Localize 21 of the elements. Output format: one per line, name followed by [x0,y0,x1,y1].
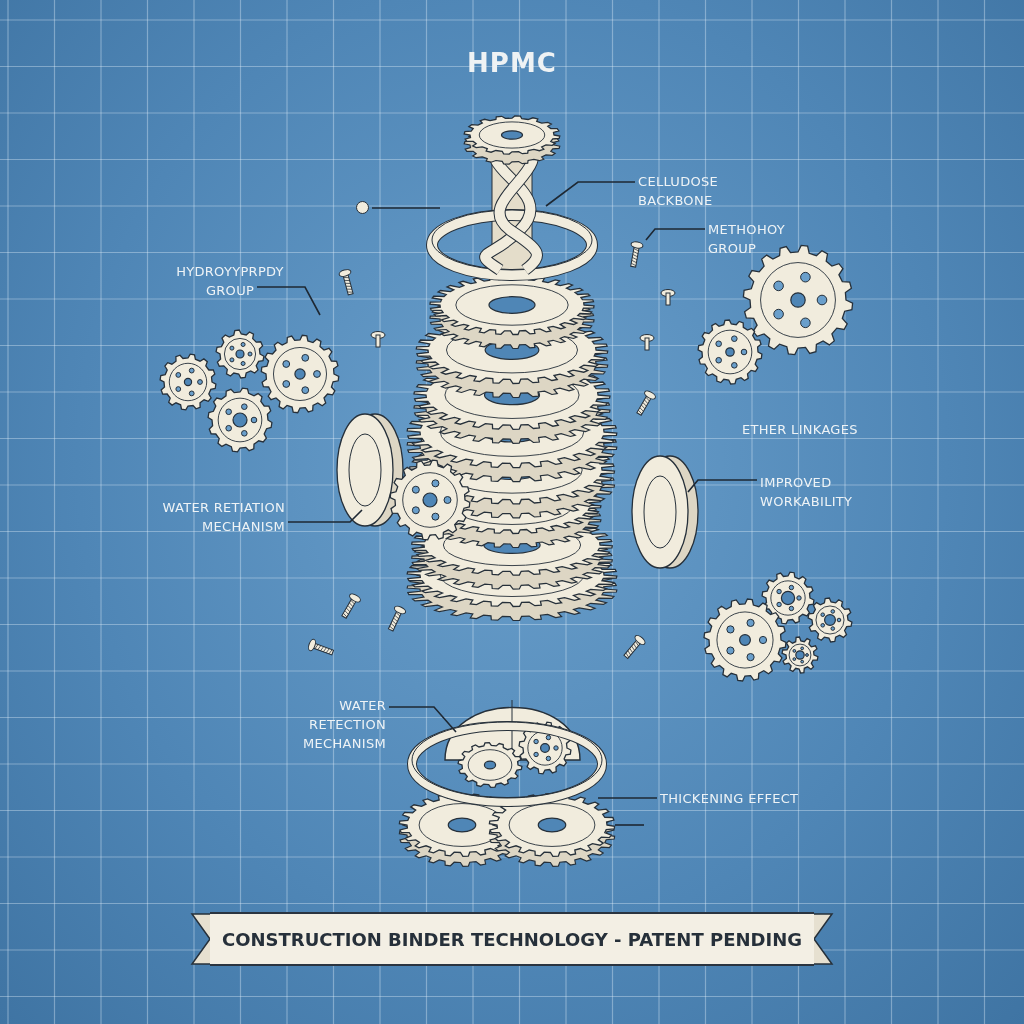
title: HPMC [466,48,558,78]
leader-line [371,207,441,209]
leader-line [287,509,363,523]
leader-line [614,824,645,826]
callout-label: ETHER LINKAGES [742,421,858,439]
gear-assembly-drawing [398,699,616,867]
leader-line [687,479,758,493]
callout-label: THICKENING EFFECT [660,790,800,808]
callout-label: CELLUDOSE BACKBONE [638,173,720,210]
callout-label: WATER RETECTION MECHANISM [302,697,386,753]
callout-label: HYDROYYPRPDY GROUP [175,263,285,300]
callout-label: WATER RETIATION MECHANISM [161,499,285,536]
callout-label: IMPROVED WORKABILITY [760,474,854,511]
leader-line [645,228,706,241]
leader-line [545,181,636,207]
leader-line [597,797,658,799]
leader-line [256,286,321,316]
washer-icon [356,201,369,214]
leader-line [388,706,457,733]
callout-label: METHOHOY GROUP [708,221,787,258]
banner-text: CONSTRUCTION BINDER TECHNOLOGY - PATENT PENDING [222,928,802,950]
